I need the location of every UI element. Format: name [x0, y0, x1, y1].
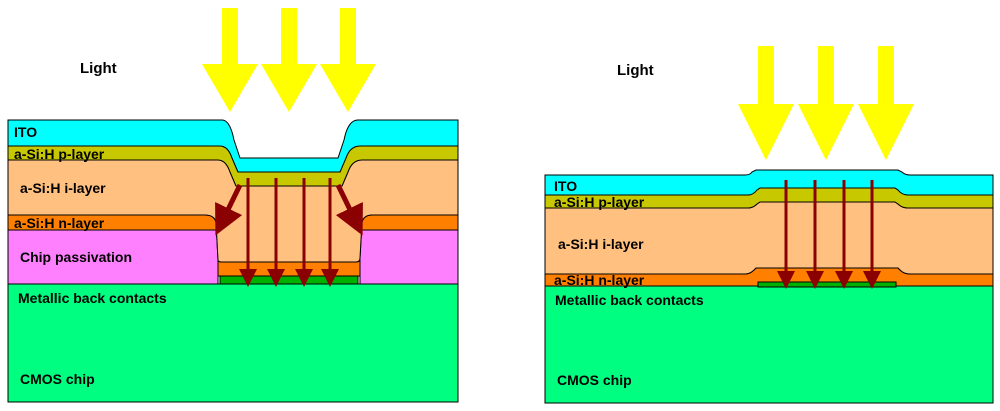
- left-ray-diag-right: [335, 183, 363, 236]
- left-i-layer-label: a-Si:H i-layer: [20, 180, 106, 196]
- right-back-contacts-label: Metallic back contacts: [555, 292, 704, 308]
- left-passivation-right: [359, 229, 459, 285]
- left-passivation-label: Chip passivation: [20, 249, 132, 265]
- right-n-layer-label: a-Si:H n-layer: [554, 272, 645, 288]
- left-back-contact-pad: [219, 275, 359, 285]
- right-ito-label: ITO: [554, 178, 577, 194]
- left-light-arrow-2: [261, 8, 317, 112]
- left-panel: Light ITO a-Si:H p-layer a-Si:H i-layer …: [7, 8, 459, 403]
- left-light-arrow-3: [320, 8, 376, 112]
- right-i-layer-label: a-Si:H i-layer: [558, 236, 644, 252]
- left-cmos-chip: [7, 283, 459, 403]
- right-light-arrow-2: [798, 46, 854, 160]
- left-passivation-left: [7, 229, 219, 285]
- right-light-arrow-1: [738, 46, 794, 160]
- right-cmos-chip: [544, 285, 994, 404]
- left-light-rays: [215, 178, 363, 287]
- right-p-layer-label: a-Si:H p-layer: [554, 194, 645, 210]
- right-light-label: Light: [617, 62, 654, 79]
- left-ito-layer: [7, 119, 459, 173]
- left-back-contacts-label: Metallic back contacts: [18, 290, 167, 306]
- right-panel: Light ITO a-Si:H p-layer a-Si:H i-layer …: [544, 46, 994, 404]
- left-ray-diag-left: [215, 183, 243, 236]
- right-ito-layer: [544, 169, 994, 196]
- right-light-rays: [777, 180, 881, 289]
- right-back-contact-pad: [757, 281, 897, 288]
- left-cmos-label: CMOS chip: [20, 371, 95, 387]
- right-light-arrow-3: [858, 46, 914, 160]
- left-n-layer-label: a-Si:H n-layer: [14, 215, 105, 231]
- left-light-arrow-1: [202, 8, 258, 112]
- left-p-layer-label: a-Si:H p-layer: [14, 146, 105, 162]
- right-cmos-label: CMOS chip: [557, 372, 632, 388]
- left-ito-label: ITO: [14, 124, 37, 140]
- left-light-label: Light: [80, 60, 117, 77]
